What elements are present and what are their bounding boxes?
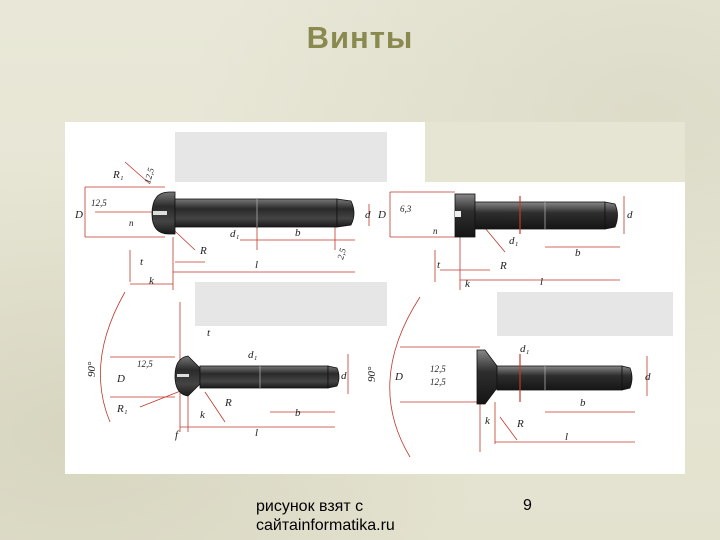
image-caption: рисунок взят с сайтаinformatika.ru bbox=[256, 497, 456, 535]
label-t3: t bbox=[207, 327, 211, 339]
label-d1-3: d₁ bbox=[248, 349, 258, 361]
label-12-5d: 12,5 bbox=[430, 364, 446, 374]
label-n2: n bbox=[433, 226, 438, 236]
label-D4: D bbox=[394, 371, 403, 383]
label-l3: l bbox=[255, 427, 258, 439]
label-D3: D bbox=[116, 373, 125, 385]
label-D2: D bbox=[377, 209, 386, 221]
label-l: l bbox=[255, 259, 258, 271]
label-k3: k bbox=[200, 409, 206, 421]
label-R: R bbox=[199, 245, 207, 257]
label-6-3: 6,3 bbox=[400, 204, 412, 214]
screw4-shank bbox=[496, 365, 623, 391]
label-d: d bbox=[365, 209, 371, 221]
label-d1: d₁ bbox=[230, 228, 240, 240]
label-d2: d bbox=[627, 209, 633, 221]
caption-line-2: сайтаinformatika.ru bbox=[256, 517, 395, 534]
label-f: f bbox=[175, 429, 180, 441]
label-r1-3: R₁ bbox=[116, 403, 128, 415]
label-k: k bbox=[149, 275, 155, 287]
label-R3: R bbox=[224, 397, 232, 409]
screw1-shank bbox=[174, 198, 338, 228]
screw2-shank bbox=[474, 201, 606, 230]
label-box-3 bbox=[195, 282, 387, 326]
label-box-4 bbox=[497, 292, 673, 336]
label-b4: b bbox=[580, 397, 586, 409]
label-k2: k bbox=[465, 278, 471, 290]
label-k4: k bbox=[485, 415, 491, 427]
label-l4: l bbox=[565, 431, 568, 443]
label-12-5e: 12,5 bbox=[430, 377, 446, 387]
label-d1-2: d₁ bbox=[509, 235, 519, 247]
label-b3: b bbox=[295, 407, 301, 419]
label-90b: 90° bbox=[366, 366, 378, 382]
label-n: n bbox=[129, 218, 134, 228]
label-d1-4: d₁ bbox=[520, 343, 530, 355]
label-r1: R₁ bbox=[112, 169, 124, 181]
slide-title: Винты bbox=[306, 20, 414, 55]
label-d3: d bbox=[341, 370, 347, 382]
label-d4: d bbox=[645, 371, 651, 383]
label-2-5: 2,5 bbox=[335, 247, 348, 261]
label-b: b bbox=[295, 227, 301, 239]
slide-number: 9 bbox=[523, 497, 532, 514]
label-box-2 bbox=[425, 122, 685, 182]
label-90: 90° bbox=[86, 361, 98, 377]
label-R4: R bbox=[516, 418, 524, 430]
label-12-5: 12,5 bbox=[91, 198, 107, 208]
label-12-5b: 12,5 bbox=[142, 166, 156, 184]
label-R2: R bbox=[499, 260, 507, 272]
caption-line-1: рисунок взят с bbox=[256, 498, 364, 515]
label-box-1 bbox=[175, 132, 387, 182]
label-t2: t bbox=[437, 259, 441, 271]
label-b2: b bbox=[575, 247, 581, 259]
label-t: t bbox=[140, 256, 144, 268]
label-12-5c: 12,5 bbox=[137, 359, 153, 369]
label-D: D bbox=[74, 209, 83, 221]
label-l2: l bbox=[540, 276, 543, 288]
screw3-shank bbox=[199, 365, 329, 389]
screw-drawings: R₁ D 12,5 n R d₁ b d l t k 12,5 2,5 D 6,… bbox=[65, 122, 685, 474]
